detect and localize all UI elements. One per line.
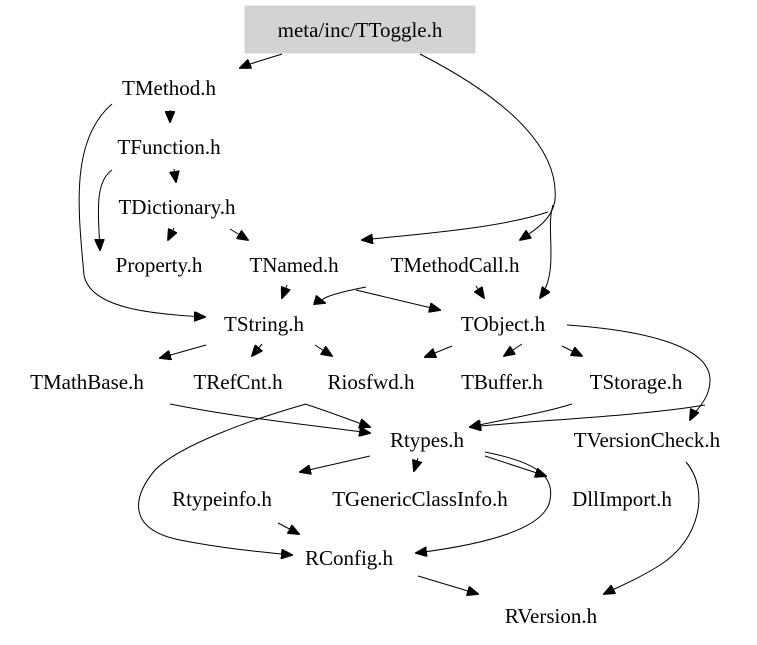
edge-trefcnt-rtypes xyxy=(304,403,370,427)
node-tgenericclassinfo[interactable]: TGenericClassInfo.h xyxy=(332,487,508,511)
edge-tobject-tversioncheck xyxy=(566,324,711,420)
edge-rtypeinfo-rconfig xyxy=(277,522,299,534)
edge-tobject-tstorage xyxy=(561,345,582,356)
node-tmethod[interactable]: TMethod.h xyxy=(122,76,216,100)
edge-tnamed-tobject xyxy=(322,286,367,303)
edge-tdictionary-property xyxy=(168,227,174,240)
edge-tmethodcall-tobject-2 xyxy=(476,285,484,298)
node-tmethodcall[interactable]: TMethodCall.h xyxy=(391,253,520,277)
edge-ttoggle-tnamed xyxy=(362,211,549,240)
edge-ttoggle-tmethod xyxy=(240,53,283,68)
edge-rtypes-tgenericclassinfo xyxy=(414,457,418,471)
node-dllimport[interactable]: DllImport.h xyxy=(572,487,672,511)
edge-rtypes-dllimport xyxy=(484,455,546,476)
edge-tmethod-tstring xyxy=(78,103,205,317)
edges xyxy=(78,53,711,594)
edge-ttoggle-tmethodcall xyxy=(419,53,556,240)
node-tversioncheck[interactable]: TVersionCheck.h xyxy=(574,428,721,452)
edge-ttoggle-tobject xyxy=(540,204,554,298)
node-tfunction[interactable]: TFunction.h xyxy=(117,135,221,159)
node-property[interactable]: Property.h xyxy=(116,253,203,277)
node-tbuffer[interactable]: TBuffer.h xyxy=(461,370,543,394)
node-rtypes[interactable]: Rtypes.h xyxy=(390,428,465,452)
node-riosfwd[interactable]: Riosfwd.h xyxy=(328,370,415,394)
node-ttoggle[interactable]: meta/inc/TToggle.h xyxy=(278,18,443,42)
node-rconfig[interactable]: RConfig.h xyxy=(305,546,394,570)
edge-tstring-riosfwd xyxy=(314,344,332,356)
nodes: meta/inc/TToggle.h TMethod.h TFunction.h… xyxy=(30,18,721,628)
edge-tfunction-tdictionary xyxy=(174,168,176,182)
edge-tstorage-rtypes xyxy=(470,403,573,427)
edge-tmethodcall-tobject xyxy=(355,289,440,310)
edge-rtypes-rtypeinfo xyxy=(300,455,371,472)
edge-rconfig-rversion xyxy=(417,575,478,594)
edge-tmathbase-rtypes xyxy=(169,403,370,433)
node-tstorage[interactable]: TStorage.h xyxy=(590,370,683,394)
root-node-box xyxy=(244,5,476,54)
node-tstring[interactable]: TString.h xyxy=(224,312,304,336)
edge-tobject-rtypes xyxy=(470,404,706,427)
edge-tnamed-tstring xyxy=(282,284,287,298)
edge-tstring-trefcnt xyxy=(252,343,262,356)
edge-riosfwd-rconfig xyxy=(138,403,307,555)
edge-tdictionary-tnamed xyxy=(229,228,248,240)
node-rtypeinfo[interactable]: Rtypeinfo.h xyxy=(172,487,272,511)
node-tobject[interactable]: TObject.h xyxy=(461,312,546,336)
edge-tstring-tmathbase xyxy=(160,344,207,358)
edge-tobject-riosfwd xyxy=(425,345,453,357)
node-rversion[interactable]: RVersion.h xyxy=(505,604,598,628)
node-tnamed[interactable]: TNamed.h xyxy=(249,253,339,277)
node-trefcnt[interactable]: TRefCnt.h xyxy=(193,370,283,394)
node-tmathbase[interactable]: TMathBase.h xyxy=(30,370,144,394)
edge-tfunction-tstring xyxy=(98,169,113,250)
node-tdictionary[interactable]: TDictionary.h xyxy=(118,195,236,219)
edge-tversioncheck-rversion xyxy=(604,461,700,594)
edge-rtypes-rconfig xyxy=(416,451,552,553)
edge-tobject-tbuffer xyxy=(504,343,523,356)
